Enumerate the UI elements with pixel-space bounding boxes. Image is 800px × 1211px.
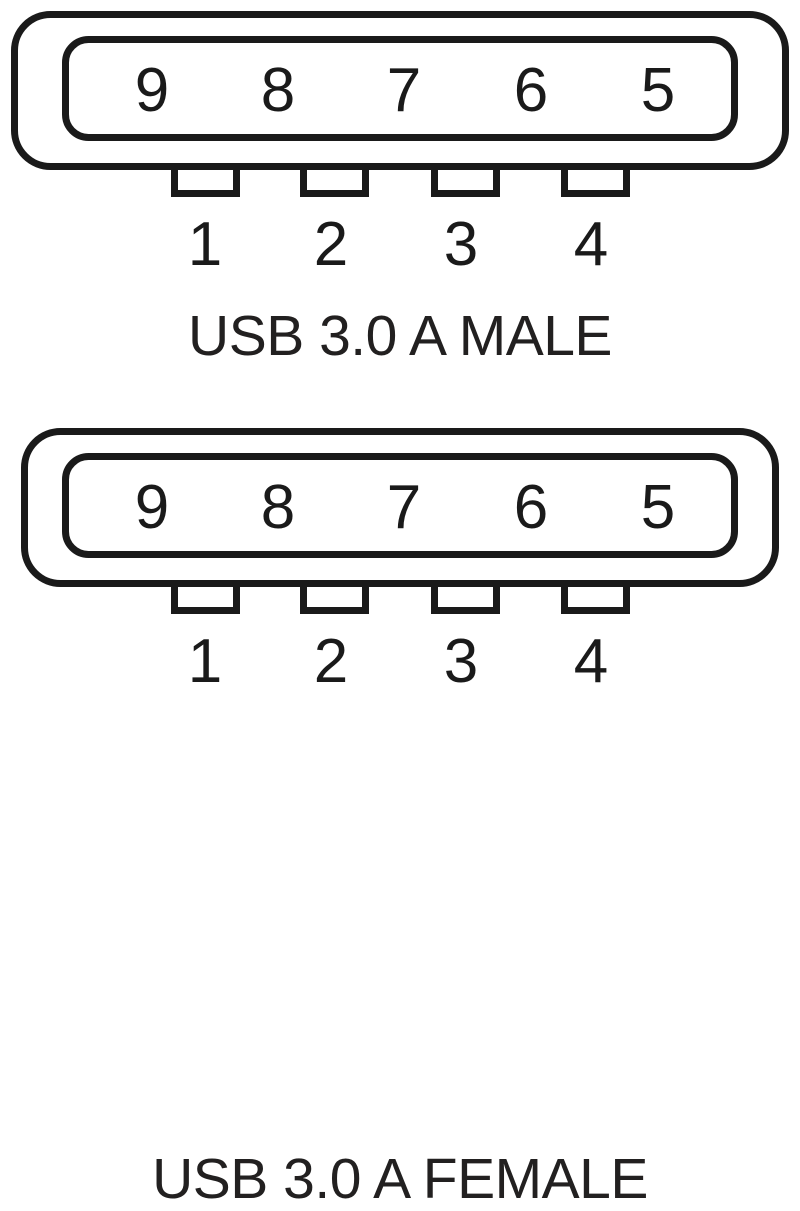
- pin-label-8: 8: [261, 473, 295, 542]
- pin-tab-2: [300, 163, 369, 197]
- connector-male-caption: USB 3.0 A MALE: [188, 304, 612, 368]
- inner-cavity-outline: [62, 36, 738, 141]
- pin-label-2: 2: [314, 627, 348, 696]
- pin-label-3: 3: [444, 210, 478, 279]
- pin-label-3: 3: [444, 627, 478, 696]
- pin-label-2: 2: [314, 210, 348, 279]
- connector-male: 9 8 7 6 5 1 2 3 4 USB 3.0 A MALE: [0, 0, 800, 365]
- connector-female-figure: 9 8 7 6 5 1 2 3 4: [0, 413, 800, 703]
- pin-label-4: 4: [574, 210, 608, 279]
- pin-label-7: 7: [387, 56, 421, 125]
- pin-tab-4: [561, 163, 630, 197]
- pin-label-1: 1: [188, 627, 222, 696]
- connector-male-drawing: 9 8 7 6 5 1 2 3 4: [11, 11, 789, 279]
- pin-label-9: 9: [135, 56, 169, 125]
- pin-label-9: 9: [135, 473, 169, 542]
- pin-label-6: 6: [514, 56, 548, 125]
- pin-label-5: 5: [641, 56, 675, 125]
- connector-male-figure: 9 8 7 6 5 1 2 3 4: [0, 0, 800, 290]
- connector-female-caption: USB 3.0 A FEMALE: [152, 1147, 648, 1211]
- pin-label-4: 4: [574, 627, 608, 696]
- outer-shell-outline: [11, 11, 789, 170]
- pin-label-1: 1: [188, 210, 222, 279]
- pin-label-6: 6: [514, 473, 548, 542]
- pin-tab-3: [431, 163, 500, 197]
- pin-tab-3: [431, 580, 500, 614]
- inner-cavity-outline: [62, 453, 738, 558]
- pin-tab-2: [300, 580, 369, 614]
- pin-tab-4: [561, 580, 630, 614]
- connector-female-drawing: 9 8 7 6 5 1 2 3 4: [21, 428, 779, 696]
- connector-female: 9 8 7 6 5 1 2 3 4 USB 3.0 A FEMALE: [0, 413, 800, 1208]
- outer-shell-outline: [21, 428, 779, 587]
- pin-tab-1: [171, 580, 240, 614]
- pin-label-8: 8: [261, 56, 295, 125]
- pin-label-7: 7: [387, 473, 421, 542]
- pin-tab-1: [171, 163, 240, 197]
- pin-label-5: 5: [641, 473, 675, 542]
